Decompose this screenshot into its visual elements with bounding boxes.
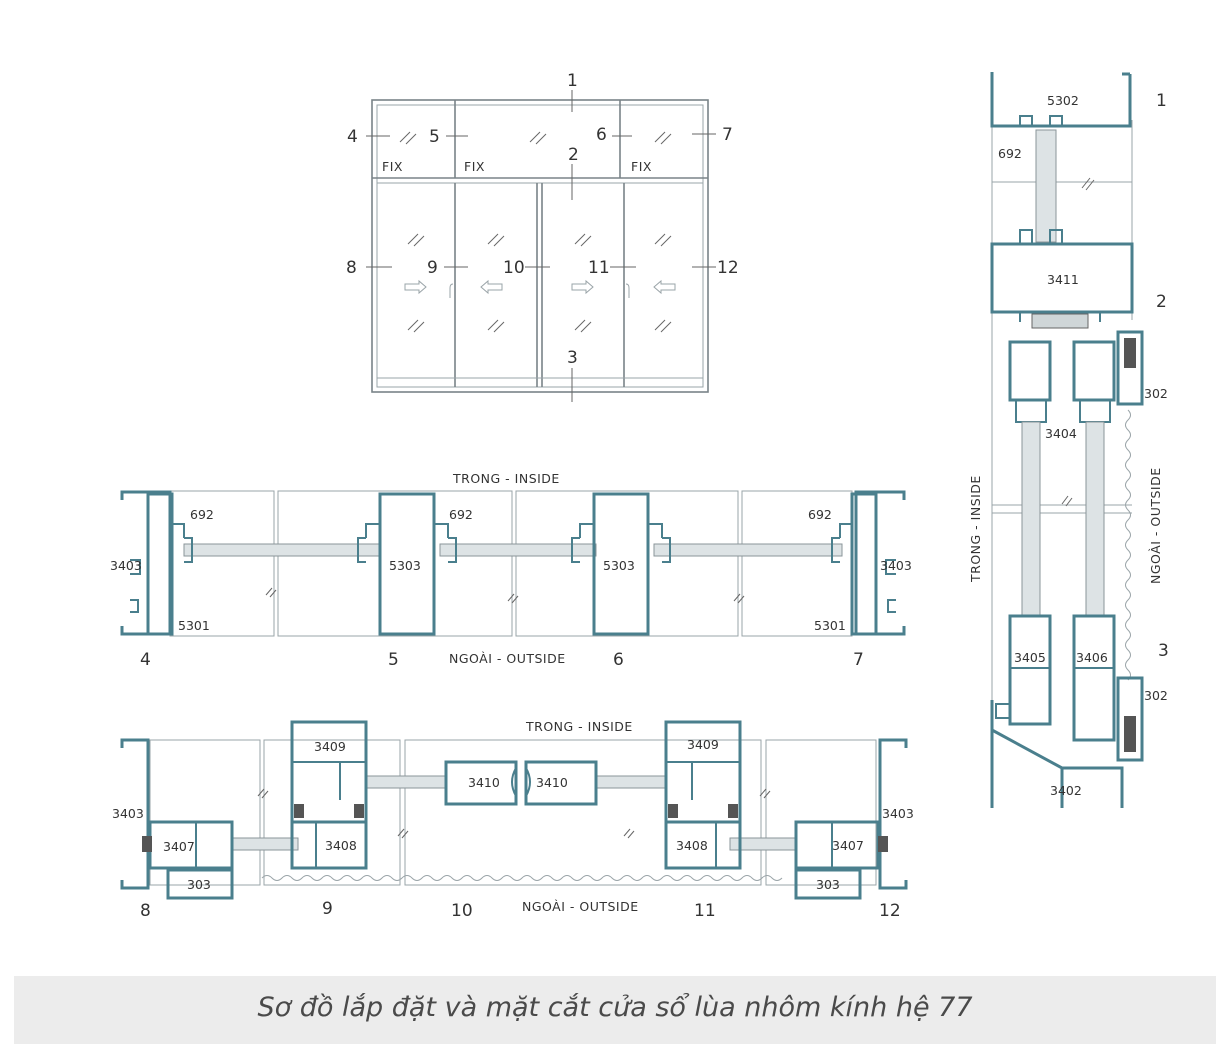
top-num-7: 7 xyxy=(853,650,864,670)
code-3408-left: 3408 xyxy=(325,838,357,853)
fix-label-1: FIX xyxy=(382,159,403,174)
code-302-bottom: 302 xyxy=(1144,688,1168,703)
code-3402: 3402 xyxy=(1050,783,1082,798)
caption-text: Sơ đồ lắp đặt và mặt cắt cửa sổ lùa nhôm… xyxy=(257,992,973,1023)
vert-num-2: 2 xyxy=(1156,292,1167,312)
code-3403-right-b: 3403 xyxy=(882,806,914,821)
elev-num-2: 2 xyxy=(568,145,579,165)
bottom-inside-label: TRONG - INSIDE xyxy=(525,719,633,734)
code-3407-right: 3407 xyxy=(832,838,864,853)
fix-label-3: FIX xyxy=(631,159,652,174)
code-302-top: 302 xyxy=(1144,386,1168,401)
window-elevation: 1 2 3 4 5 6 7 8 9 10 11 12 FIX FIX FIX xyxy=(346,71,739,402)
top-num-4: 4 xyxy=(140,650,151,670)
code-5303-left: 5303 xyxy=(389,558,421,573)
bottom-num-11: 11 xyxy=(694,901,716,921)
vert-num-1: 1 xyxy=(1156,91,1167,111)
bottom-num-12: 12 xyxy=(879,901,901,921)
bottom-num-9: 9 xyxy=(322,899,333,919)
top-inside-label: TRONG - INSIDE xyxy=(452,471,560,486)
code-692-mid: 692 xyxy=(449,507,473,522)
code-3403-left: 3403 xyxy=(110,558,142,573)
code-692-vertical: 692 xyxy=(998,146,1022,161)
elev-num-3: 3 xyxy=(567,348,578,368)
code-3406: 3406 xyxy=(1076,650,1108,665)
elev-num-11: 11 xyxy=(588,258,610,278)
bottom-num-10: 10 xyxy=(451,901,473,921)
code-5302: 5302 xyxy=(1047,93,1079,108)
top-outside-label: NGOÀI - OUTSIDE xyxy=(449,651,566,666)
code-3404: 3404 xyxy=(1045,426,1077,441)
elev-num-9: 9 xyxy=(427,258,438,278)
code-692-right: 692 xyxy=(808,507,832,522)
top-num-6: 6 xyxy=(613,650,624,670)
vertical-outside-label: NGOÀI - OUTSIDE xyxy=(1148,467,1163,584)
vert-num-3: 3 xyxy=(1158,641,1169,661)
code-5301-left: 5301 xyxy=(178,618,210,633)
code-3411: 3411 xyxy=(1047,272,1079,287)
caption-bar: Sơ đồ lắp đặt và mặt cắt cửa sổ lùa nhôm… xyxy=(14,976,1216,1044)
section-vertical: 5302 692 3411 302 3404 3405 3406 302 340… xyxy=(968,72,1169,808)
code-3405: 3405 xyxy=(1014,650,1046,665)
code-3409-left: 3409 xyxy=(314,739,346,754)
elev-num-5: 5 xyxy=(429,127,440,147)
section-top-fix: TRONG - INSIDE NGOÀI - OUTSIDE 692 692 6… xyxy=(110,471,912,670)
code-5301-right: 5301 xyxy=(814,618,846,633)
code-3407-left: 3407 xyxy=(163,839,195,854)
code-3409-right: 3409 xyxy=(687,737,719,752)
code-692-left: 692 xyxy=(190,507,214,522)
top-num-5: 5 xyxy=(388,650,399,670)
code-5303-right: 5303 xyxy=(603,558,635,573)
fix-label-2: FIX xyxy=(464,159,485,174)
elev-num-4: 4 xyxy=(347,127,358,147)
elev-num-1: 1 xyxy=(567,71,578,91)
elev-num-8: 8 xyxy=(346,258,357,278)
section-bottom-sliding: TRONG - INSIDE NGOÀI - OUTSIDE 3409 3409… xyxy=(112,719,914,921)
code-303-left: 303 xyxy=(187,877,211,892)
elev-num-10: 10 xyxy=(503,258,525,278)
code-3410-right: 3410 xyxy=(536,775,568,790)
code-3403-right: 3403 xyxy=(880,558,912,573)
vertical-inside-label: TRONG - INSIDE xyxy=(968,475,983,583)
code-303-right: 303 xyxy=(816,877,840,892)
bottom-num-8: 8 xyxy=(140,901,151,921)
code-3408-right: 3408 xyxy=(676,838,708,853)
code-3410-left: 3410 xyxy=(468,775,500,790)
elev-num-6: 6 xyxy=(596,125,607,145)
bottom-outside-label: NGOÀI - OUTSIDE xyxy=(522,899,639,914)
installation-diagram: 1 2 3 4 5 6 7 8 9 10 11 12 FIX FIX FIX xyxy=(110,71,1169,921)
elev-num-7: 7 xyxy=(722,125,733,145)
code-3403-left-b: 3403 xyxy=(112,806,144,821)
elev-num-12: 12 xyxy=(717,258,739,278)
